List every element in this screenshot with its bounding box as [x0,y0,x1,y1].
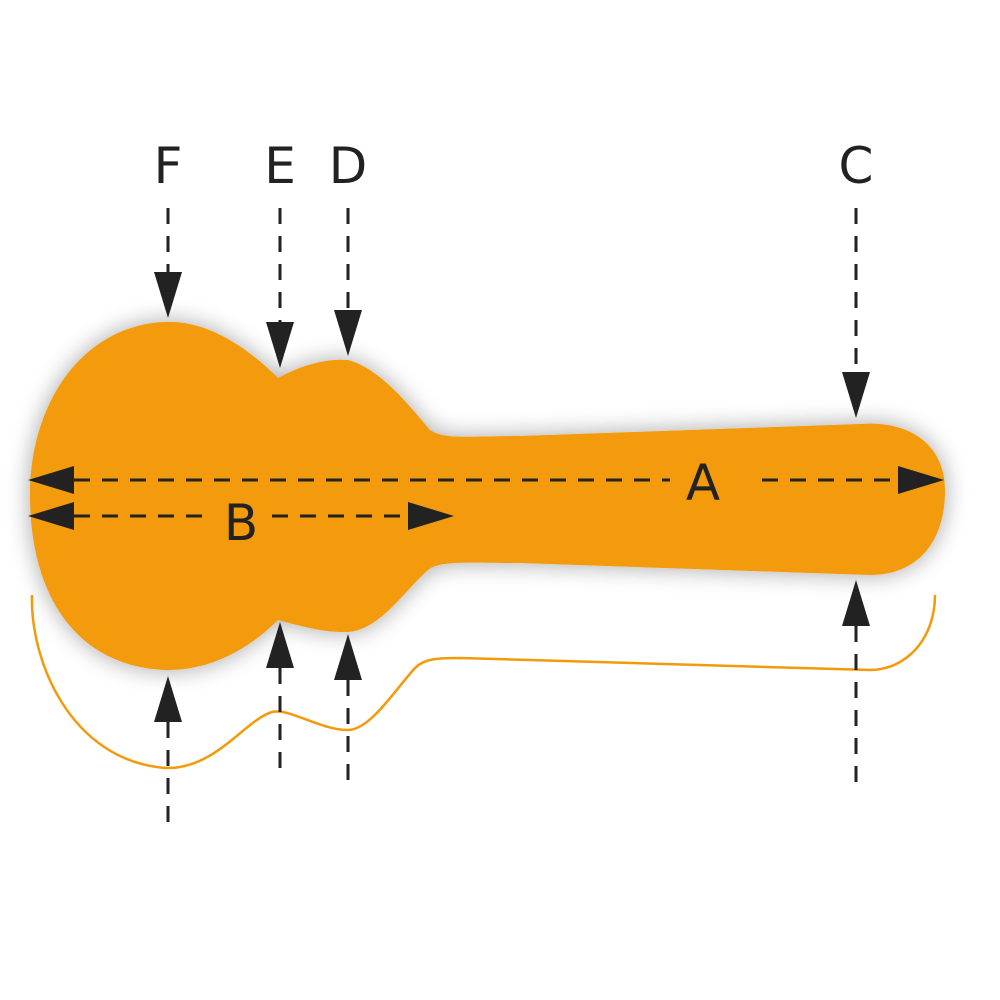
dimension-d-top-arrow [334,208,362,356]
case-profile-outline [30,594,937,770]
guitar-case-body [30,321,945,670]
dimension-b-arrow [28,502,454,530]
dimension-e-bottom-arrow [266,622,294,775]
label-e: E [264,137,296,195]
dimension-f-top-arrow [154,208,182,318]
dimension-c-bottom-arrow [842,580,870,785]
dimension-e-top-arrow [266,208,294,368]
label-c: C [839,137,874,195]
label-a: A [686,454,720,512]
dimension-a-arrow [28,466,944,494]
label-b: B [224,494,258,552]
label-d: D [329,137,368,195]
dimension-c-top-arrow [842,208,870,418]
dimension-d-bottom-arrow [334,634,362,780]
label-f: F [154,137,183,195]
dimension-f-bottom-arrow [154,676,182,830]
